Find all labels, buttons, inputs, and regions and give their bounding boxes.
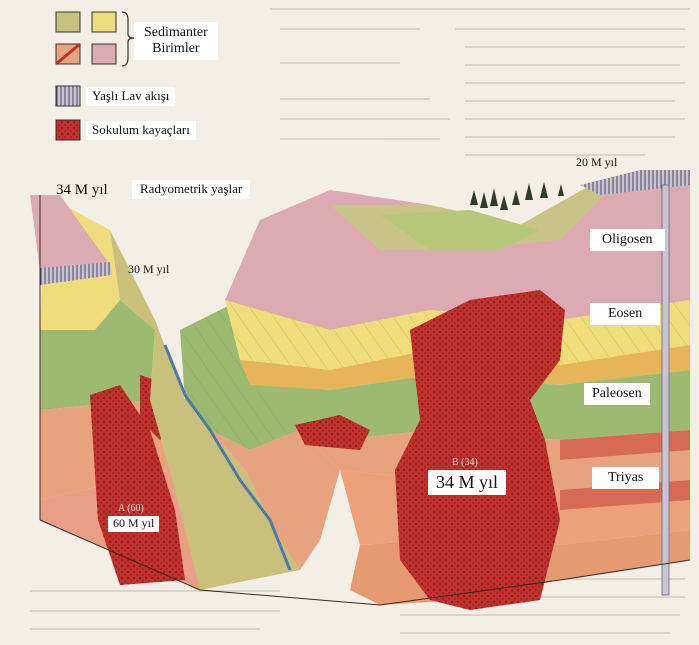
legend-sedimentary-label: Sedimanter Birimler [134, 22, 218, 60]
radiometric-age-example: 34 M yıl [56, 182, 108, 199]
age-intrusion-a: 60 M yıl [108, 516, 159, 532]
intrusion-b-tag: B (34) [452, 457, 478, 468]
trees [470, 182, 564, 210]
swatch-lava [56, 86, 80, 106]
stratum-label-eocene: Eosen [590, 303, 660, 325]
age-left-lava: 30 M yıl [128, 262, 169, 277]
stratum-label-triassic: Triyas [592, 467, 659, 489]
age-intrusion-b: 34 M yıl [428, 470, 506, 495]
legend-lava-label: Yaşlı Lav akışı [86, 87, 175, 106]
legend-sedimentary-line1: Sedimanter [144, 25, 208, 41]
legend-radiometric-label: Radyometrik yaşlar [132, 180, 250, 199]
intrusion-a-tag: A (60) [118, 503, 144, 514]
swatch-sedimentary-pink [92, 44, 116, 64]
swatch-sedimentary-yellow [92, 12, 116, 32]
legend-brace [122, 12, 134, 66]
legend-intrusion-label: Sokulum kayaçları [86, 121, 196, 140]
age-top-lava: 20 M yıl [576, 155, 617, 170]
legend-sedimentary-line2: Birimler [144, 41, 208, 57]
stratum-label-paleocene: Paleosen [584, 383, 650, 405]
swatch-sedimentary-green [56, 12, 80, 32]
stratum-label-oligocene: Oligosen [590, 229, 665, 251]
